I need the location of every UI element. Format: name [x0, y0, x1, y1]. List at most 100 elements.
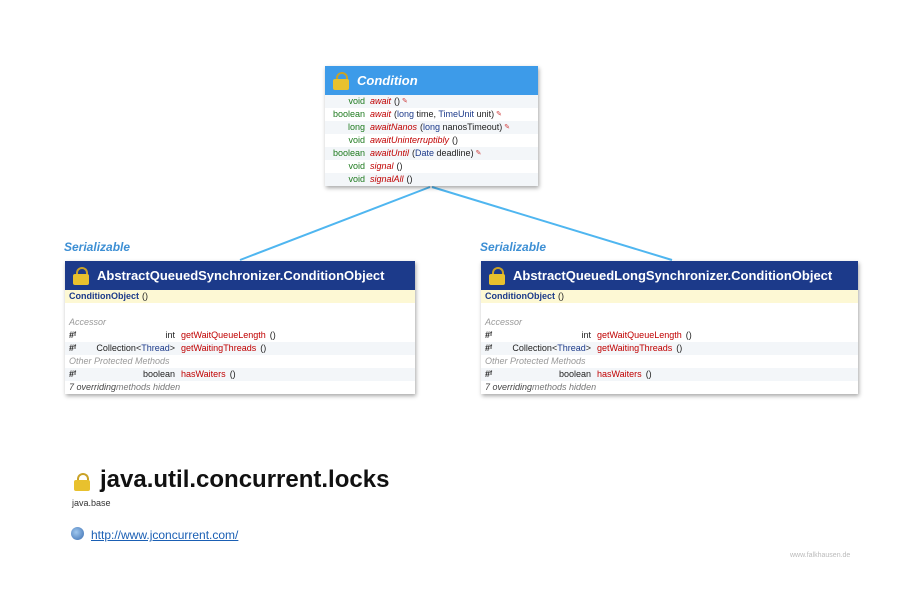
constructor-params: () [558, 291, 564, 301]
constructor-row[interactable]: ConditionObject() [65, 290, 415, 303]
member-type: boolean [499, 368, 597, 381]
return-type: boolean [332, 148, 365, 158]
spacer [65, 303, 415, 316]
type-name: int [165, 330, 175, 340]
method-name[interactable]: signal [370, 161, 394, 171]
method-row[interactable]: void signalAll() [325, 173, 538, 186]
type-name: int [581, 330, 591, 340]
member-name[interactable]: hasWaiters [597, 369, 642, 379]
hidden-methods-note: 7 overriding methods hidden [65, 381, 415, 394]
member-params: () [269, 330, 276, 340]
member-name[interactable]: getWaitQueueLength [181, 330, 266, 340]
method-row[interactable]: boolean awaitUntil(Date deadline)✎ [325, 147, 538, 160]
modifier-icon: #ᶠ [485, 369, 493, 379]
condition-header[interactable]: Condition [325, 66, 538, 95]
member-row[interactable]: #ᶠ Collection<Thread> getWaitingThreads() [65, 342, 415, 355]
member-params: () [229, 369, 236, 379]
edit-icon: ✎ [475, 150, 482, 157]
method-params: (Date deadline) [412, 148, 474, 158]
return-type: long [347, 122, 365, 132]
edge-left-to-condition [239, 186, 431, 261]
method-params: () [396, 161, 403, 171]
type-name: Thread [141, 343, 170, 353]
method-params: () [406, 174, 413, 184]
modifier-icon: #ᶠ [69, 330, 77, 340]
right-class-box[interactable]: AbstractQueuedLongSynchronizer.Condition… [481, 261, 858, 394]
constructor-name[interactable]: ConditionObject [69, 291, 139, 301]
member-name[interactable]: getWaitingThreads [181, 343, 257, 353]
package-title: java.util.concurrent.locks [100, 466, 390, 493]
right-interface-label[interactable]: Serializable [480, 240, 547, 254]
method-row[interactable]: void signal() [325, 160, 538, 173]
return-type: void [348, 161, 365, 171]
member-name[interactable]: hasWaiters [181, 369, 226, 379]
lock-icon [73, 266, 89, 285]
edit-icon: ✎ [504, 124, 511, 131]
member-name[interactable]: getWaitingThreads [597, 343, 673, 353]
member-params: () [676, 343, 683, 353]
param-type: long [397, 109, 415, 119]
constructor-params: () [142, 291, 148, 301]
return-type: void [348, 96, 365, 106]
section-label-accessor: Accessor [481, 316, 858, 329]
param-type: Date [415, 148, 435, 158]
section-label-accessor: Accessor [65, 316, 415, 329]
member-type: boolean [83, 368, 181, 381]
package-link[interactable]: http://www.jconcurrent.com/ [91, 528, 239, 542]
method-name[interactable]: await [370, 96, 392, 106]
spacer [481, 303, 858, 316]
section-label-other: Other Protected Methods [481, 355, 858, 368]
hidden-text: methods hidden [116, 382, 181, 392]
member-params: () [645, 369, 652, 379]
constructor-row[interactable]: ConditionObject() [481, 290, 858, 303]
method-name[interactable]: awaitUninterruptibly [370, 135, 450, 145]
return-type: boolean [332, 109, 365, 119]
member-type: Collection<Thread> [96, 343, 175, 353]
member-type: int [83, 329, 181, 342]
member-params: () [260, 343, 267, 353]
hidden-methods-note: 7 overriding methods hidden [481, 381, 858, 394]
class-title: AbstractQueuedSynchronizer.ConditionObje… [97, 268, 385, 283]
return-type: void [348, 174, 365, 184]
hidden-count: 7 overriding [69, 382, 117, 392]
method-params: (long time, TimeUnit unit) [394, 109, 495, 119]
modifier-icon: #ᶠ [69, 343, 77, 353]
condition-title: Condition [357, 73, 418, 88]
method-params: () [394, 96, 401, 106]
class-header[interactable]: AbstractQueuedSynchronizer.ConditionObje… [65, 261, 415, 290]
watermark: www.falkhausen.de [790, 552, 851, 559]
class-header[interactable]: AbstractQueuedLongSynchronizer.Condition… [481, 261, 858, 290]
constructor-name[interactable]: ConditionObject [485, 291, 555, 301]
hidden-text: methods hidden [532, 382, 597, 392]
return-type: void [348, 135, 365, 145]
left-class-box[interactable]: AbstractQueuedSynchronizer.ConditionObje… [65, 261, 415, 394]
lock-icon [489, 266, 505, 285]
modifier-icon: #ᶠ [485, 330, 493, 340]
param-type: TimeUnit [438, 109, 475, 119]
method-name[interactable]: await [370, 109, 392, 119]
method-name[interactable]: awaitNanos [370, 122, 418, 132]
modifier-icon: #ᶠ [69, 369, 77, 379]
method-name[interactable]: signalAll [370, 174, 404, 184]
member-row[interactable]: #ᶠ int getWaitQueueLength() [65, 329, 415, 342]
member-name[interactable]: getWaitQueueLength [597, 330, 682, 340]
param-type: long [423, 122, 441, 132]
method-name[interactable]: awaitUntil [370, 148, 410, 158]
section-label-other: Other Protected Methods [65, 355, 415, 368]
module-name: java.base [72, 498, 111, 508]
member-type: Collection<Thread> [512, 343, 591, 353]
left-interface-label[interactable]: Serializable [64, 240, 131, 254]
